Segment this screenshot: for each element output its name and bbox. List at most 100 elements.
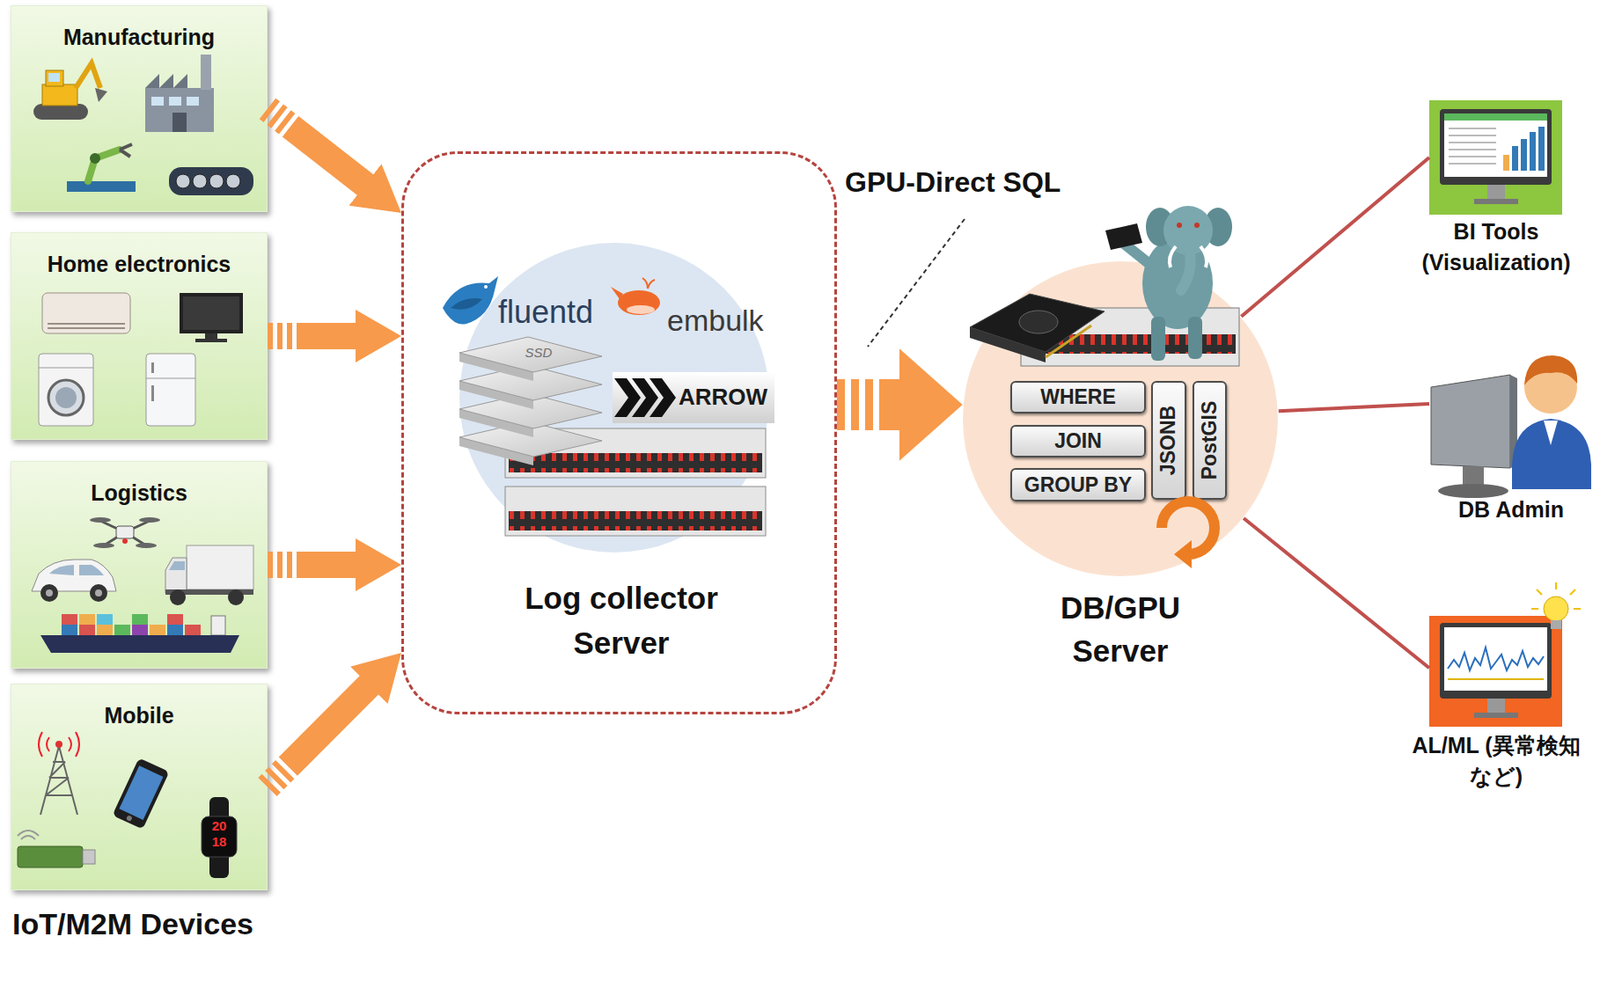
excavator-icon	[33, 63, 108, 120]
connector-line	[1278, 403, 1430, 412]
node-text: Home electronics	[47, 250, 231, 278]
text-slot: AL/ML (異常検知など)	[1408, 730, 1585, 793]
ship-icon	[61, 624, 78, 636]
smartphone-icon	[125, 814, 133, 823]
excavator-icon	[33, 103, 89, 120]
flow-arrow	[836, 379, 932, 431]
factory-icon	[172, 112, 187, 133]
ship-icon	[96, 614, 113, 625]
db-admin-icon	[1438, 484, 1509, 499]
anomaly-detection-icon	[1429, 616, 1563, 727]
refresh-icon	[1161, 501, 1215, 569]
elephant-mascot	[1176, 222, 1182, 228]
elephant-mascot	[1194, 222, 1200, 228]
drone-icon	[135, 543, 157, 549]
text-slot: JOIN	[1012, 426, 1145, 456]
anomaly-detection-icon	[1550, 620, 1562, 630]
elephant-mascot	[1105, 223, 1143, 250]
label-slot: 18	[207, 834, 231, 850]
conveyor-icon	[176, 174, 191, 189]
bi-dashboard-icon	[1439, 109, 1552, 185]
car-icon	[31, 559, 117, 602]
usb-dongle-icon	[17, 846, 83, 868]
text-slot: Mobile	[11, 702, 267, 729]
server-rack	[508, 511, 763, 531]
tv-icon	[205, 333, 218, 339]
robot-arm-icon	[89, 153, 101, 164]
excavator-icon	[75, 63, 101, 89]
factory-icon	[186, 96, 199, 106]
anomaly-detection-icon	[1429, 582, 1581, 727]
anomaly-detection-icon	[1447, 678, 1544, 681]
ssd-stack	[459, 337, 602, 373]
bi-dashboard-icon	[1520, 139, 1527, 171]
car-icon	[79, 565, 104, 576]
antenna-tower-icon	[38, 732, 80, 757]
ship-icon	[184, 624, 201, 636]
smartphone-icon	[112, 757, 170, 830]
truck-icon	[168, 561, 185, 571]
ship-icon	[167, 614, 184, 625]
node-text: WHERE	[1040, 387, 1116, 408]
node-text: AL/ML (異常検知など)	[1408, 730, 1585, 793]
fluentd-logo	[442, 276, 499, 325]
excavator-icon	[42, 84, 78, 106]
usb-dongle-icon	[17, 830, 39, 840]
fluentd-logo	[450, 298, 483, 310]
node-text: Mobile	[103, 702, 174, 729]
ship-icon	[114, 624, 131, 636]
label-slot: ARROW	[678, 383, 776, 412]
usb-dongle-icon	[17, 830, 96, 868]
text-slot: PostGIS	[1194, 382, 1226, 499]
elephant-mascot	[1188, 316, 1203, 360]
flow-arrow	[267, 551, 377, 579]
anomaly-detection-icon	[1444, 627, 1548, 691]
leader-line	[867, 219, 965, 347]
car-icon	[89, 584, 108, 602]
anomaly-detection-icon	[1543, 596, 1569, 622]
car-icon	[49, 565, 74, 576]
robot-arm-icon	[119, 144, 133, 157]
conveyor-icon	[168, 167, 254, 196]
elephant-mascot	[1181, 246, 1191, 291]
db-admin-icon	[1543, 420, 1558, 446]
node-text: DB Admin	[1423, 494, 1600, 526]
washing-machine-icon	[38, 353, 94, 426]
robot-arm-icon	[66, 144, 136, 192]
bi-dashboard-icon	[1487, 184, 1505, 199]
db-admin-icon	[1431, 374, 1511, 469]
bi-dashboard-icon	[1474, 198, 1519, 205]
node-text: Logistics	[90, 479, 188, 507]
truck-icon	[165, 545, 254, 606]
extension-box: PostGIS	[1192, 381, 1227, 500]
label-slot: fluentd	[498, 293, 631, 331]
flow-arrow	[267, 322, 377, 350]
bi-dashboard-icon	[1444, 113, 1548, 177]
flow-arrow	[267, 109, 382, 199]
air-conditioner-icon	[47, 322, 125, 325]
usb-dongle-icon	[82, 850, 96, 865]
ship-icon	[167, 624, 184, 636]
ship-icon	[211, 616, 226, 636]
flow-arrow	[267, 670, 384, 788]
smartphone-icon	[118, 765, 163, 821]
factory-icon	[151, 96, 164, 106]
arrow-logo	[612, 372, 775, 424]
bi-dashboard-icon	[1429, 100, 1563, 215]
embulk-logo	[610, 278, 661, 316]
conveyor-icon	[226, 174, 241, 189]
bi-dashboard-icon	[1529, 132, 1536, 171]
air-conditioner-icon	[42, 293, 131, 334]
fridge-icon	[146, 353, 196, 426]
tv-icon	[179, 293, 243, 334]
logo-text: fluentd	[498, 293, 631, 331]
label-slot: 20	[207, 818, 231, 834]
truck-icon	[169, 589, 186, 606]
callout-label: GPU-Direct SQL	[844, 165, 1127, 199]
db-admin-icon	[1431, 355, 1592, 499]
drone-icon	[89, 517, 111, 523]
fridge-icon	[146, 378, 196, 380]
ship-icon	[149, 624, 166, 636]
factory-icon	[145, 88, 214, 133]
node-text: JSONB	[1159, 405, 1180, 476]
